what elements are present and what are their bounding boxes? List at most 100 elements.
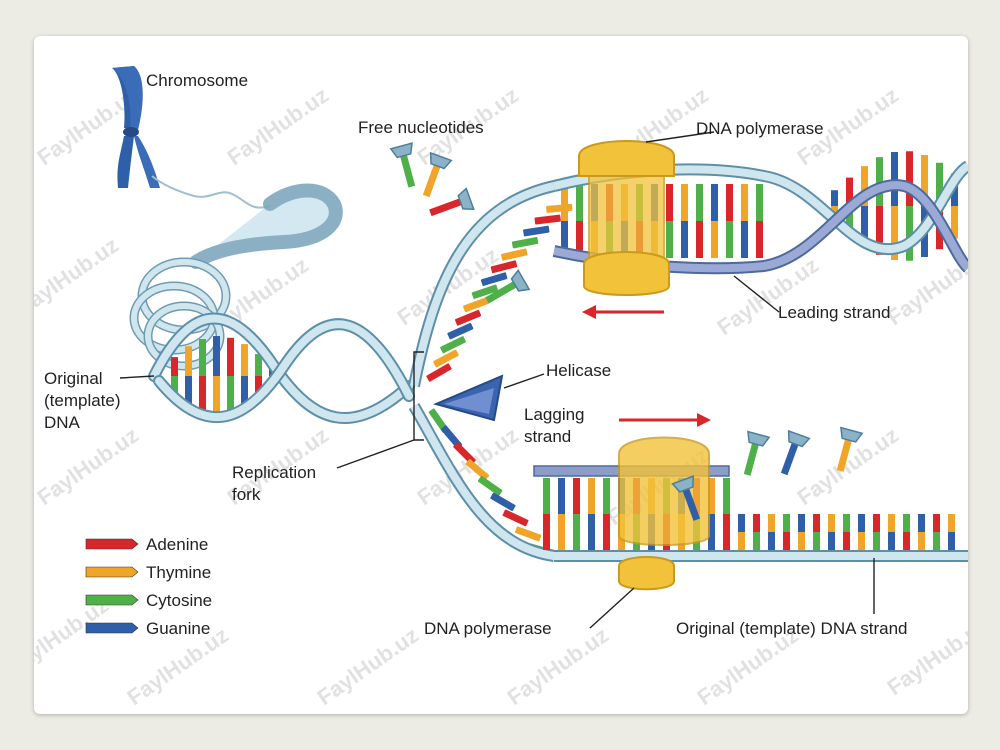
legend-label: Guanine — [146, 619, 210, 638]
legend-swatch — [85, 566, 139, 578]
original-dna-label-3: DNA — [44, 413, 81, 432]
lagging-strand-label-2: strand — [524, 427, 571, 446]
free-nucleotide — [743, 430, 771, 476]
free-nucleotide — [485, 269, 531, 304]
watermark-text: FaylHub.uz — [34, 422, 143, 510]
base — [453, 442, 476, 465]
base — [534, 214, 561, 225]
leader-leading-strand — [733, 275, 780, 313]
base-pair-half — [873, 514, 880, 532]
base-pair-half — [741, 221, 748, 258]
base-pair-half — [828, 514, 835, 532]
base — [523, 225, 550, 237]
base-pair-half — [783, 532, 790, 550]
leader-original-dna — [119, 375, 155, 379]
legend-label: Cytosine — [146, 591, 212, 610]
base-pair-half — [227, 376, 234, 415]
free-nucleotide — [429, 187, 475, 217]
base-pair-half — [738, 532, 745, 550]
base — [515, 526, 542, 542]
base-pair-half — [213, 376, 220, 416]
base — [490, 492, 516, 512]
base-pair-half — [951, 206, 958, 239]
base-pair-half — [708, 478, 715, 514]
base-pair-half — [756, 184, 763, 221]
base-pair-half — [681, 184, 688, 221]
base-pair-half — [558, 514, 565, 550]
base — [501, 248, 528, 261]
chromosome-icon — [112, 66, 160, 188]
base-pair-half — [738, 514, 745, 532]
base-pair-half — [768, 514, 775, 532]
base-pair-half — [171, 357, 178, 376]
base-pair-half — [846, 206, 853, 235]
base-pair-half — [861, 166, 868, 206]
base — [465, 459, 490, 481]
base — [471, 284, 499, 299]
base — [463, 297, 490, 313]
free-nucleotide — [836, 426, 864, 472]
dna-polymerase-bottom-label: DNA polymerase — [424, 619, 552, 638]
base-pair-half — [828, 532, 835, 550]
base-pair-half — [798, 532, 805, 550]
base-pair-half — [891, 206, 898, 260]
base-pair-half — [948, 514, 955, 532]
base-pair-half — [906, 206, 913, 261]
base-pair-half — [561, 221, 568, 258]
lagging-strand-region — [533, 465, 968, 562]
base-pair-half — [603, 478, 610, 514]
base-pair-half — [918, 532, 925, 550]
base-pair-half — [255, 376, 262, 398]
base-pair-half — [753, 532, 760, 550]
base-pair-half — [255, 354, 262, 376]
base-pair-half — [543, 478, 550, 514]
base-pair-half — [711, 184, 718, 221]
base-pair-half — [573, 478, 580, 514]
base-pair-half — [199, 376, 206, 414]
base — [511, 236, 539, 249]
leader-polymerase-top — [645, 131, 715, 143]
base-pair-half — [876, 206, 883, 255]
dna-polymerase-top-enzyme — [578, 140, 675, 296]
leading-strand-label: Leading strand — [778, 303, 890, 322]
base-pair-half — [543, 514, 550, 550]
base-pair-half — [723, 478, 730, 514]
replication-fork-label-1: Replication — [232, 463, 316, 482]
lower-fork-arm — [408, 403, 555, 562]
base-pair-half — [573, 514, 580, 550]
base — [447, 322, 474, 340]
watermark-text: FaylHub.uz — [34, 592, 113, 680]
base-pair-half — [576, 221, 583, 258]
base — [433, 349, 459, 368]
base-pair-half — [858, 532, 865, 550]
legend-swatch — [85, 594, 139, 606]
base-pair-half — [783, 514, 790, 532]
base-pair-half — [603, 514, 610, 550]
base-pair-half — [813, 532, 820, 550]
base-pair-half — [213, 336, 220, 376]
base-pair-half — [171, 376, 178, 395]
original-dna-label-1: Original — [44, 369, 103, 388]
leading-direction-arrow — [582, 305, 664, 319]
base-pair-half — [711, 221, 718, 258]
free-nucleotides — [389, 142, 531, 304]
base-pair-half — [891, 152, 898, 206]
leader-helicase — [503, 373, 545, 389]
base-pair-half — [726, 184, 733, 221]
base — [426, 363, 452, 382]
template-strand-label: Original (template) DNA strand — [676, 619, 907, 638]
dna-polymerase-top-label: DNA polymerase — [696, 119, 824, 138]
base-pair-half — [876, 157, 883, 206]
base-pair-half — [933, 532, 940, 550]
watermark-text: FaylHub.uz — [223, 82, 333, 170]
base-pair-half — [696, 221, 703, 258]
free-nucleotide — [780, 429, 811, 476]
original-dna-label-2: (template) — [44, 391, 121, 410]
chromosome-label: Chromosome — [146, 71, 248, 90]
base-pair-half — [948, 532, 955, 550]
watermark-text: FaylHub.uz — [34, 232, 123, 320]
free-nucleotide — [422, 151, 453, 198]
